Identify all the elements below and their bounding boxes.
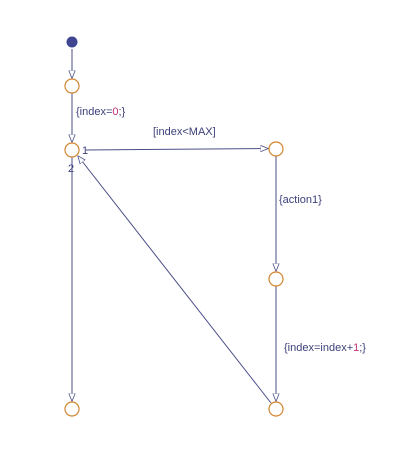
junction-node-a[interactable] xyxy=(64,78,80,94)
default-transition-start[interactable] xyxy=(66,36,78,48)
edge-junction-to-node-b[interactable] xyxy=(85,149,268,151)
junction-node-main[interactable] xyxy=(64,142,80,158)
init-action-label[interactable]: {index=0;} xyxy=(76,106,126,118)
guard-label[interactable]: [index<MAX] xyxy=(153,126,216,138)
increment-value: 1 xyxy=(353,342,359,354)
junction-node-b[interactable] xyxy=(268,141,284,157)
labels: {index=0;} [index<MAX] {action1} {index=… xyxy=(68,106,366,354)
port-label-2: 2 xyxy=(68,163,74,175)
nodes xyxy=(64,36,284,417)
junction-node-d[interactable] xyxy=(64,401,80,417)
port-label-1: 1 xyxy=(82,145,88,157)
junction-node-e[interactable] xyxy=(268,401,284,417)
junction-node-c[interactable] xyxy=(268,271,284,287)
edge-node-e-to-junction[interactable] xyxy=(78,156,272,404)
init-value: 0 xyxy=(112,106,118,118)
increment-action-label[interactable]: {index=index+1;} xyxy=(284,342,366,354)
action1-label[interactable]: {action1} xyxy=(279,194,322,206)
edges xyxy=(72,49,276,404)
